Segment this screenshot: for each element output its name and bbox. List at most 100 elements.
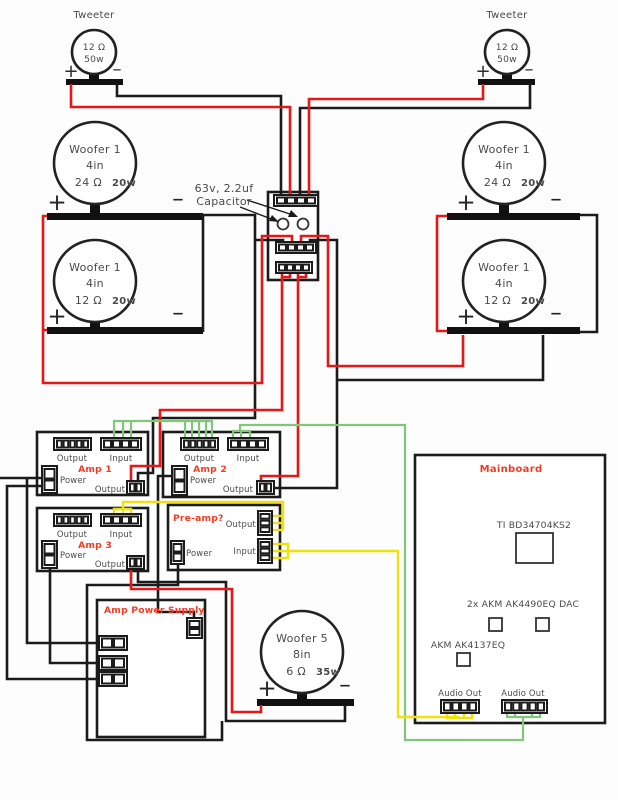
pin bbox=[259, 482, 266, 493]
wire-amp3-to-woofer5-pos bbox=[129, 569, 263, 714]
pin bbox=[101, 673, 113, 685]
mainboard-chip-main bbox=[515, 532, 554, 564]
amp2-output2-label: Output bbox=[223, 484, 254, 494]
wooferR1-minus: – bbox=[550, 186, 562, 212]
wooferR2-minus: – bbox=[550, 300, 562, 326]
woofer-bar bbox=[47, 327, 203, 334]
amp3-input-strip bbox=[100, 513, 142, 527]
tweeter-right bbox=[478, 28, 535, 85]
psu-title: Amp Power Supply bbox=[104, 605, 205, 616]
amp2-power-block bbox=[171, 465, 188, 496]
pin bbox=[172, 552, 183, 562]
woofer5-name: Woofer 5 bbox=[276, 632, 328, 645]
pin bbox=[121, 515, 130, 525]
pin bbox=[451, 701, 460, 712]
amp3-power-label: Power bbox=[60, 550, 87, 560]
pin bbox=[103, 515, 112, 525]
pin bbox=[528, 701, 537, 712]
wooferR2-watts: 20w bbox=[521, 296, 545, 307]
wooferL2-size: 4in bbox=[86, 277, 104, 290]
tweeterR-minus: – bbox=[525, 59, 534, 80]
woofer5-size: 8in bbox=[293, 648, 311, 661]
wooferR1-name: Woofer 1 bbox=[478, 143, 530, 156]
mainboard-audioout1-strip bbox=[440, 699, 480, 714]
pin bbox=[113, 637, 125, 649]
preamp-power-label: Power bbox=[186, 548, 213, 558]
pin bbox=[189, 439, 197, 449]
crossover-strip-bottom bbox=[275, 261, 313, 274]
wire-tweeterL-neg bbox=[115, 84, 283, 197]
tweeter-left-cone bbox=[70, 28, 118, 76]
woofer-stem bbox=[297, 690, 307, 700]
pin bbox=[248, 439, 257, 449]
pin bbox=[259, 526, 271, 533]
pin bbox=[259, 513, 271, 520]
mainboard-chip-src bbox=[456, 652, 471, 667]
pin bbox=[230, 439, 239, 449]
mainboard-audioout2-label: Audio Out bbox=[501, 688, 545, 698]
wire-tweeterL-pos bbox=[69, 84, 292, 197]
pin bbox=[43, 554, 56, 566]
capacitor-1 bbox=[276, 217, 290, 231]
tweeter-right-cone bbox=[483, 28, 531, 76]
amp3-title: Amp 3 bbox=[78, 540, 112, 551]
pin bbox=[112, 515, 121, 525]
wire-wooferL-pos bbox=[41, 214, 276, 385]
woofer5-watts: 35w bbox=[316, 667, 340, 678]
pin bbox=[101, 657, 113, 669]
wire-tweeterR-neg bbox=[298, 84, 532, 197]
amp1-input-label: Input bbox=[110, 453, 133, 463]
pin bbox=[202, 439, 210, 449]
pin bbox=[257, 439, 266, 449]
pin bbox=[276, 196, 286, 205]
woofer-cone bbox=[461, 238, 547, 324]
capacitor-parts bbox=[239, 199, 310, 231]
woofer-stem bbox=[90, 203, 100, 213]
psu-connector-2 bbox=[98, 655, 128, 671]
amp3-output2-label: Output bbox=[95, 559, 126, 569]
woofer-right-top bbox=[447, 120, 580, 220]
pin bbox=[259, 547, 271, 555]
wooferL1-size: 4in bbox=[86, 159, 104, 172]
mainboard-box bbox=[413, 453, 607, 725]
wooferL1-plus: + bbox=[47, 190, 66, 216]
pin bbox=[130, 515, 139, 525]
pin bbox=[62, 515, 70, 525]
pin bbox=[306, 196, 316, 205]
wooferL2-impedance: 12 Ω bbox=[75, 294, 102, 307]
pin bbox=[82, 515, 90, 525]
capacitor-arrowhead-2 bbox=[288, 210, 298, 217]
preamp-output-label: Output bbox=[226, 519, 257, 529]
capacitor-note-line1: 63v, 2.2uf bbox=[195, 182, 255, 195]
wooferL1-watts: 20w bbox=[112, 178, 136, 189]
amp3-output-label: Output bbox=[57, 529, 88, 539]
wire-tweeterR-pos bbox=[307, 84, 485, 197]
wooferL1-name: Woofer 1 bbox=[69, 143, 121, 156]
capacitor-note-line2: Capacitor bbox=[196, 195, 252, 208]
pin bbox=[188, 628, 201, 636]
wooferL2-name: Woofer 1 bbox=[69, 261, 121, 274]
black-wires bbox=[0, 84, 599, 742]
woofer-cone bbox=[259, 609, 345, 695]
wooferR2-impedance: 12 Ω bbox=[484, 294, 511, 307]
wire-amp2-out-to-amp1-input bbox=[112, 419, 214, 441]
woofer-cone bbox=[461, 120, 547, 206]
mainboard-chip-dac1 bbox=[488, 617, 503, 632]
pin bbox=[265, 482, 272, 493]
wire-psu-conn3 bbox=[5, 484, 99, 681]
pin bbox=[259, 541, 271, 548]
pin bbox=[75, 439, 83, 449]
amp1-output-strip bbox=[53, 437, 92, 451]
wire-wooferL-to-amp1 bbox=[136, 213, 257, 484]
amp2-power-label: Power bbox=[190, 475, 217, 485]
wire-cap-to-amp1-out bbox=[129, 271, 284, 484]
tweeter-left bbox=[66, 28, 123, 85]
woofer-left-top bbox=[47, 120, 203, 220]
wire-amp1-power-to-psu bbox=[25, 478, 99, 645]
tweeterR-plus: + bbox=[475, 61, 490, 82]
tweeterL-impedance: 12 Ω bbox=[83, 42, 105, 53]
wire-audioout2-to-amp2-input bbox=[238, 423, 525, 742]
woofer-stem bbox=[499, 203, 509, 213]
wooferR2-plus: + bbox=[456, 304, 475, 330]
